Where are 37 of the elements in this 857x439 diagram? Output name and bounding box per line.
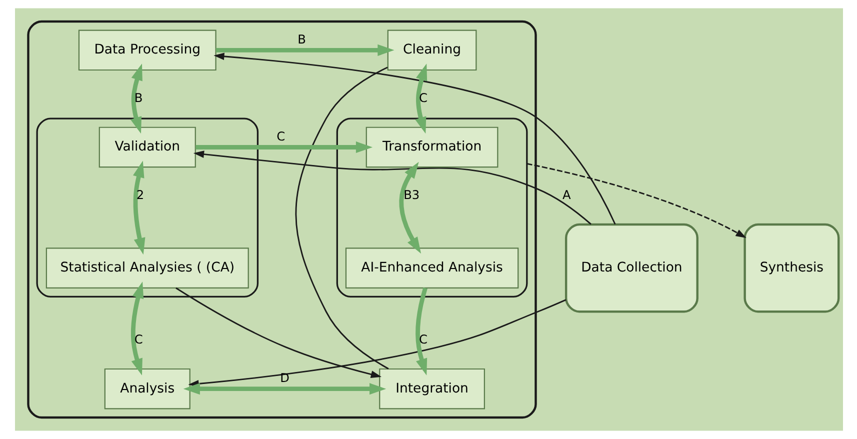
arrow xyxy=(130,282,144,376)
edge-label: C xyxy=(134,332,142,346)
node-box: AI-Enhanced Analysis xyxy=(344,248,518,288)
edge-label: D xyxy=(280,371,289,386)
cluster xyxy=(36,118,258,298)
edge-label: 2 xyxy=(136,188,144,202)
arrow xyxy=(182,383,386,395)
node-box: Transformation xyxy=(365,126,498,168)
edge-label: B xyxy=(134,90,142,105)
edge-label: C xyxy=(276,129,285,144)
arrow xyxy=(195,141,372,154)
edge-label: C xyxy=(418,90,427,105)
arrow xyxy=(130,64,142,134)
edge-label: B3 xyxy=(403,188,420,202)
connector xyxy=(294,66,388,370)
arrow xyxy=(132,160,145,255)
node-box: Data Collection xyxy=(564,223,698,313)
node-box: Integration xyxy=(378,368,484,410)
arrow xyxy=(175,287,381,378)
arrow xyxy=(526,163,746,238)
arrow xyxy=(192,150,591,225)
arrow xyxy=(213,52,616,225)
arrow xyxy=(414,64,427,134)
node-box: Statistical Analysies ( (CA) xyxy=(45,248,248,288)
node-box: Synthesis xyxy=(743,223,840,313)
edge-label: B xyxy=(297,32,306,46)
node-box: Data Processing xyxy=(78,30,216,71)
cluster xyxy=(336,118,528,298)
node-box: Analysis xyxy=(104,368,190,410)
edge-label: A xyxy=(562,188,570,202)
node-box: Cleaning xyxy=(386,30,476,71)
arrow xyxy=(398,162,421,254)
cluster xyxy=(26,20,536,419)
edge-label: C xyxy=(418,332,427,346)
node-box: Validation xyxy=(98,126,196,168)
arrow xyxy=(415,287,427,376)
arrow xyxy=(215,44,394,56)
